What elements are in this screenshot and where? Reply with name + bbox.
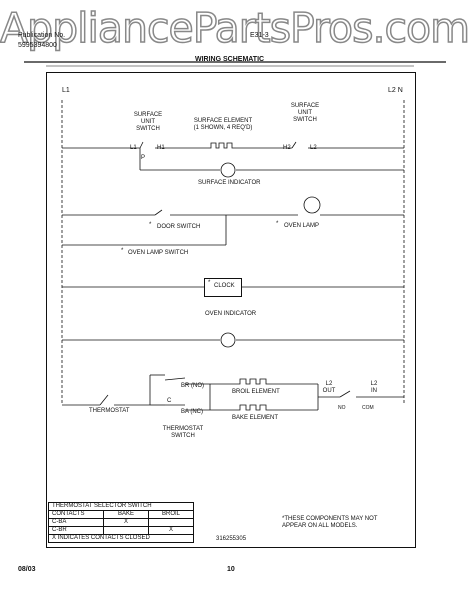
thermostat-selector-table: THERMOSTAT SELECTOR SWITCH CONTACTS BAKE… xyxy=(48,502,194,543)
surface-switch-right-label: SURFACE UNIT SWITCH xyxy=(290,103,320,123)
clock-box xyxy=(204,278,242,297)
oven-lamp-switch-star: * xyxy=(121,248,124,254)
selector-table-footnote: X INDICATES CONTACTS CLOSED xyxy=(48,534,194,543)
schematic-frame xyxy=(46,72,416,548)
selector-header-bake: BAKE xyxy=(103,510,149,519)
selector-table-title: THERMOSTAT SELECTOR SWITCH xyxy=(48,502,194,511)
selector-header-broil: BROIL xyxy=(148,510,194,519)
l2-in-label: L2 IN xyxy=(370,381,378,394)
watermark-logo: AppliancePartsPros.com xyxy=(0,3,469,53)
clock-label: CLOCK xyxy=(214,283,235,289)
selector-row-1-contact: C-BA xyxy=(48,518,104,527)
page-title: WIRING SCHEMATIC xyxy=(195,56,265,63)
selector-row-2-contact: C-BR xyxy=(48,526,104,535)
l2n-label: L2 N xyxy=(388,87,403,94)
selector-row-1-bake: X xyxy=(103,518,149,527)
oven-lamp-star: * xyxy=(276,221,279,227)
surface-h1-label: H1 xyxy=(157,145,165,151)
model-code: E31-3 xyxy=(250,32,269,39)
footer-page-number: 10 xyxy=(227,566,235,573)
surface-p-label: P xyxy=(141,155,146,161)
part-number: 316255305 xyxy=(216,536,247,542)
footer-date: 08/03 xyxy=(18,566,36,573)
selector-row-1-broil xyxy=(148,518,194,527)
br-no-label: BR (NO) xyxy=(181,383,204,389)
com-label: COM xyxy=(362,405,374,411)
surface-element-label: SURFACE ELEMENT (1 SHOWN, 4 REQ'D) xyxy=(193,118,253,131)
selector-row-2-bake xyxy=(103,526,149,535)
surface-switch-left-label: SURFACE UNIT SWITCH xyxy=(133,112,163,132)
surface-h2-label: H2 xyxy=(283,145,291,151)
publication-number: 5995394800 xyxy=(18,42,57,49)
door-switch-label: DOOR SWITCH xyxy=(157,224,201,230)
ba-nc-label: BA (NC) xyxy=(181,409,204,415)
oven-lamp-label: OVEN LAMP xyxy=(284,223,320,229)
selector-row-2-broil: X xyxy=(148,526,194,535)
l2-out-label: L2 OUT xyxy=(322,381,336,394)
components-note: *THESE COMPONENTS MAY NOT APPEAR ON ALL … xyxy=(282,516,378,529)
bake-element-label: BAKE ELEMENT xyxy=(232,415,279,421)
c-contact-label: C xyxy=(167,398,172,404)
selector-header-contacts: CONTACTS xyxy=(48,510,104,519)
l1-label: L1 xyxy=(62,87,70,94)
surface-l1-label: L1 xyxy=(130,145,137,151)
surface-l2-label: L2 xyxy=(310,145,317,151)
surface-indicator-label: SURFACE INDICATOR xyxy=(198,180,261,186)
thermostat-label: THERMOSTAT xyxy=(89,408,130,414)
thermostat-switch-label: THERMOSTAT SWITCH xyxy=(162,426,204,439)
oven-indicator-label: OVEN INDICATOR xyxy=(205,311,257,317)
no-label: NO xyxy=(338,405,346,411)
clock-star: * xyxy=(208,280,211,286)
door-switch-star: * xyxy=(149,222,152,228)
broil-element-label: BROIL ELEMENT xyxy=(232,389,280,395)
publication-label: Publication No. xyxy=(18,32,66,39)
oven-lamp-switch-label: OVEN LAMP SWITCH xyxy=(128,250,189,256)
